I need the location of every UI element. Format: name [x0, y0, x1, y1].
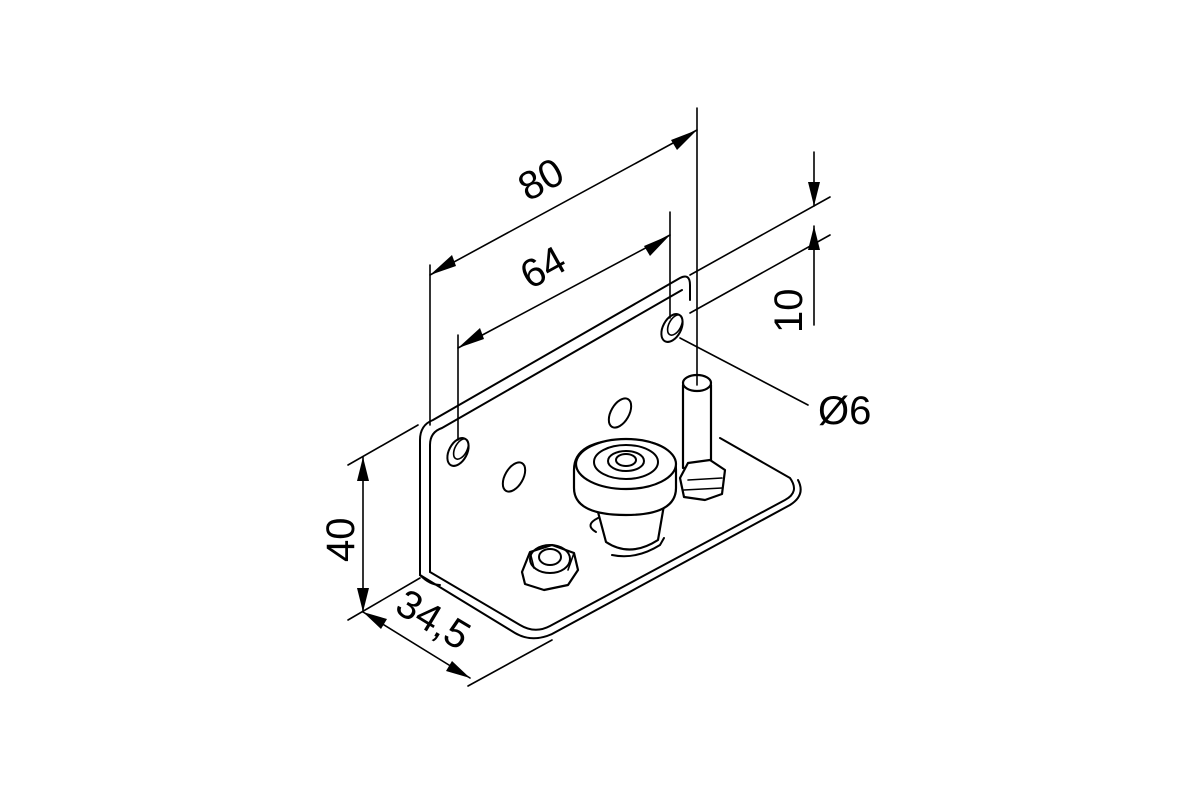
label-10: 10 — [767, 289, 811, 334]
guide-pin — [678, 373, 727, 502]
base-slot-right — [607, 397, 633, 429]
label-diameter: Ø6 — [818, 389, 871, 433]
label-40: 40 — [319, 518, 363, 563]
hex-nut — [520, 543, 580, 592]
bracket-plate — [419, 275, 802, 640]
roller-wheel — [572, 437, 678, 558]
diameter-leader — [679, 337, 809, 406]
base-slot-left — [501, 461, 527, 493]
dimension-40 — [347, 424, 421, 621]
dimension-64 — [457, 211, 671, 441]
dimension-80 — [429, 107, 698, 426]
mounting-hole-left — [446, 437, 470, 467]
label-64: 64 — [513, 238, 573, 298]
dimension-10 — [689, 151, 831, 326]
mounting-hole-right — [660, 313, 684, 343]
dimension-34-5 — [362, 611, 553, 687]
label-80: 80 — [511, 150, 571, 210]
